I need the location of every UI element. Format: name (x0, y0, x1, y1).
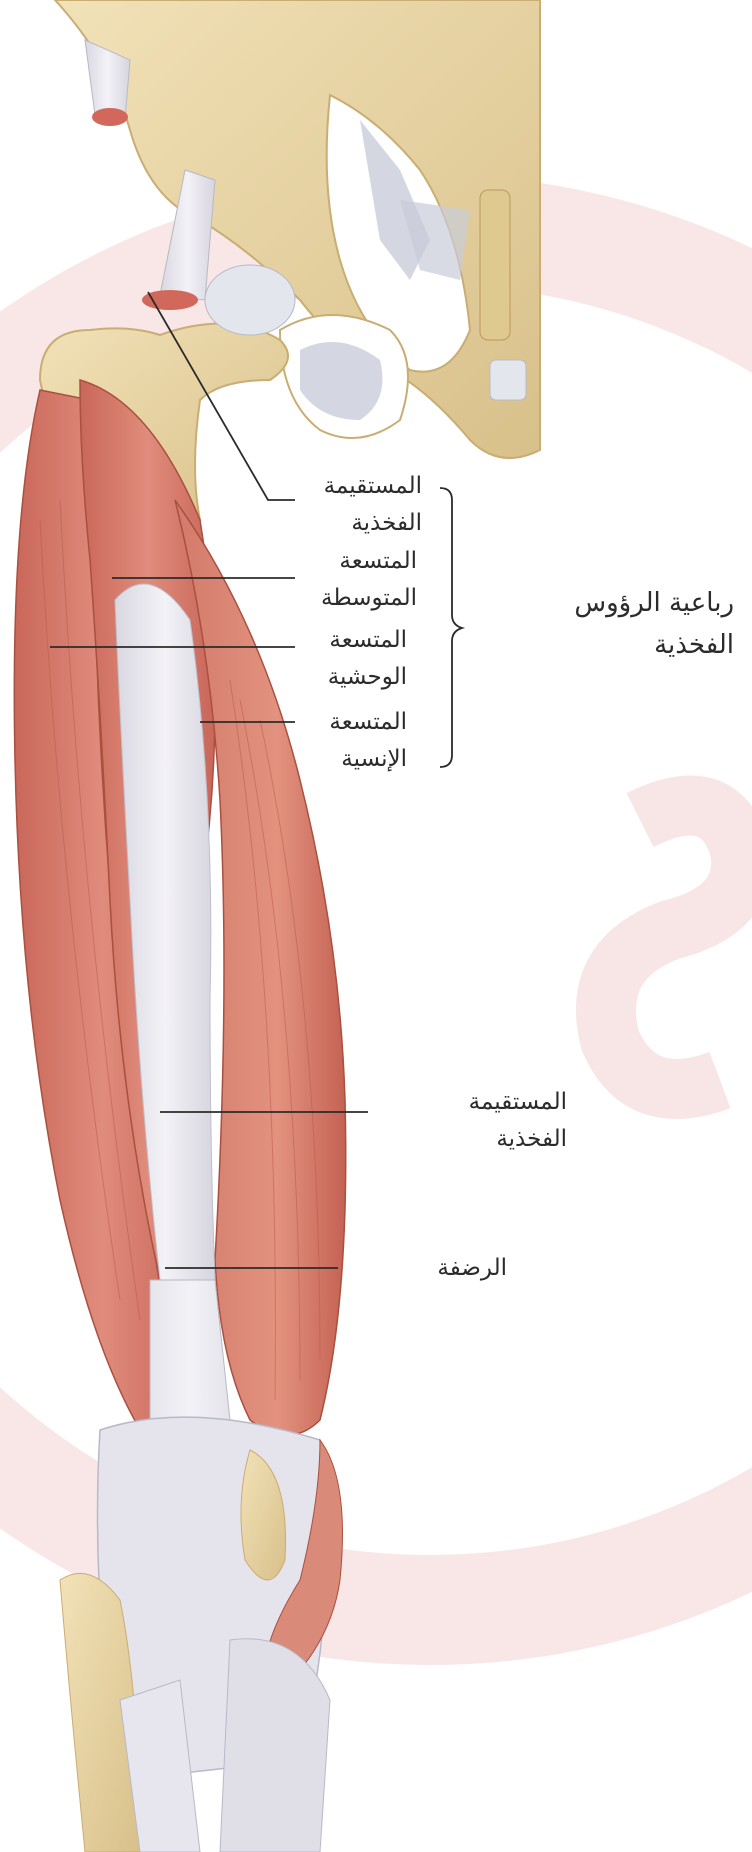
label-rectus-femoris-origin: المستقيمة الفخذية (324, 468, 422, 542)
label-line: الوحشية (328, 659, 407, 696)
label-vastus-lateralis: المتسعة الوحشية (328, 622, 407, 696)
label-quadriceps-group: رباعية الرؤوس الفخذية (574, 582, 734, 666)
label-line: الإنسية (329, 741, 407, 778)
label-line: المتسعة (321, 543, 417, 580)
label-line: المتسعة (329, 704, 407, 741)
label-rectus-femoris-tendon: المستقيمة الفخذية (469, 1084, 567, 1158)
label-vastus-medialis: المتسعة الإنسية (329, 704, 407, 778)
label-line: المستقيمة (469, 1084, 567, 1121)
label-line: الفخذية (469, 1121, 567, 1158)
label-line: المتسعة (328, 622, 407, 659)
label-line: المتوسطة (321, 580, 417, 617)
label-line: الفخذية (574, 624, 734, 666)
label-line: رباعية الرؤوس (574, 582, 734, 624)
group-brace (440, 488, 462, 767)
label-vastus-intermedius: المتسعة المتوسطة (321, 543, 417, 617)
label-patella: الرضفة (437, 1250, 507, 1287)
label-line: الفخذية (324, 505, 422, 542)
label-line: الرضفة (437, 1250, 507, 1287)
label-line: المستقيمة (324, 468, 422, 505)
